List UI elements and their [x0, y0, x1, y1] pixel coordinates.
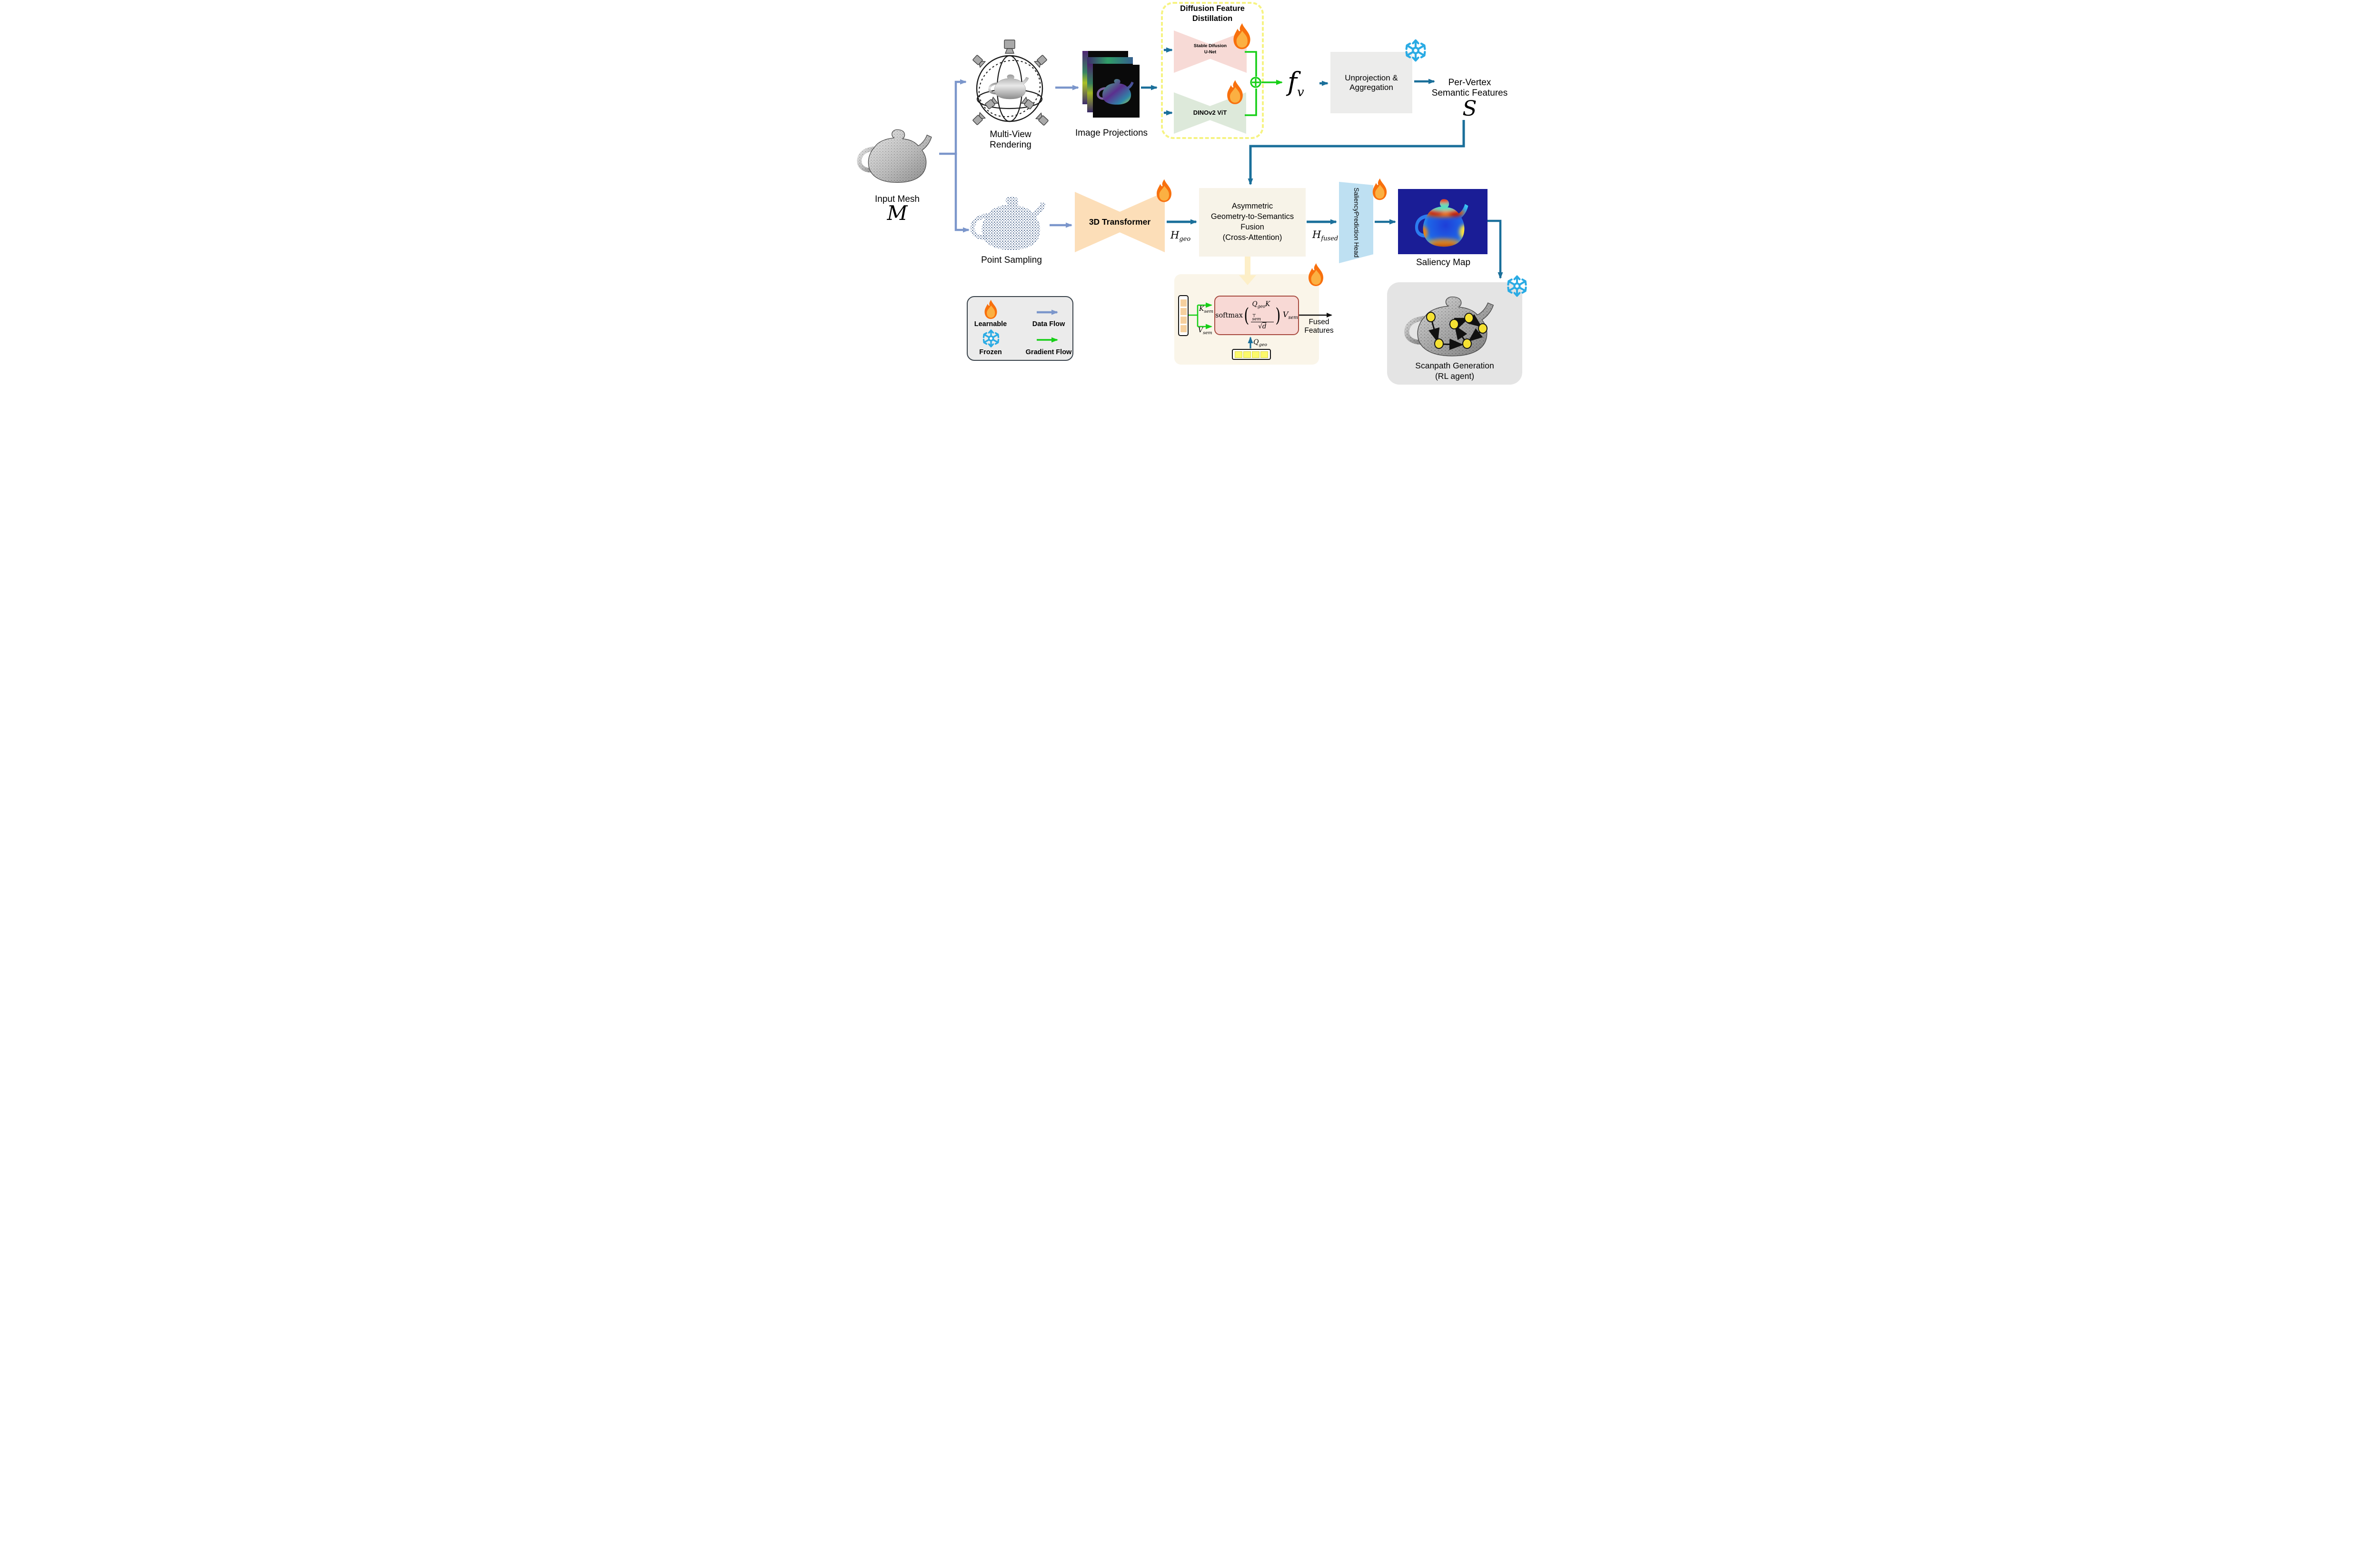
snowflake-icon	[1404, 39, 1428, 62]
distillation-title-line1: Diffusion Feature	[1180, 4, 1245, 13]
multi-view-sphere	[972, 40, 1050, 127]
mesh-to-multiview-arrow	[954, 79, 967, 155]
semantic-token	[1180, 299, 1187, 307]
softmax-text: softmax	[1215, 311, 1243, 319]
image-projections-stack	[1082, 51, 1140, 118]
distillation-title-line2: Distillation	[1192, 14, 1233, 23]
geometry-token	[1243, 351, 1251, 358]
input-mesh-symbol: M	[887, 201, 908, 225]
legend-gradient-flow-label: Gradient Flow	[1025, 348, 1072, 356]
saliency-head-label-line2: Prediction Head	[1353, 211, 1360, 258]
point-sampling-teapot	[966, 196, 1046, 250]
scanpath-label-line2: (RL agent)	[1435, 371, 1475, 381]
fusion-label-line2: Geometry-to-Semantics	[1210, 212, 1294, 221]
fv-symbol: fv	[1288, 67, 1304, 99]
unprojection-box: Unprojection & Aggregation	[1330, 52, 1412, 113]
camera-icon	[1035, 112, 1050, 127]
semantic-token	[1180, 316, 1187, 324]
dino-label: DINOv2 ViT	[1193, 109, 1227, 116]
fused-features-label-line2: Features	[1304, 327, 1334, 335]
per-vertex-symbol: S	[1462, 97, 1477, 121]
per-vertex-label-line2: Semantic Features	[1431, 88, 1508, 98]
legend-data-flow-label: Data Flow	[1032, 320, 1065, 328]
formula-denominator: √d	[1258, 323, 1267, 331]
saliency-map-image	[1398, 189, 1488, 254]
unprojection-label-line1: Unprojection &	[1345, 73, 1398, 82]
saliencymap-to-scanpath-arrow	[1488, 219, 1503, 279]
semantic-tokens-column	[1178, 295, 1189, 336]
scanpath-fixations	[1426, 312, 1488, 349]
camera-icon	[972, 54, 986, 68]
unprojection-label-line2: Aggregation	[1349, 82, 1393, 92]
transformer-label: 3D Transformer	[1089, 217, 1151, 227]
k-sem-label: Ksem	[1199, 305, 1213, 314]
flame-icon	[1227, 80, 1243, 104]
pipeline-diagram: Input Mesh M Multi-View Rendering	[845, 0, 1535, 387]
semantic-token	[1180, 325, 1187, 332]
flame-icon	[1372, 178, 1387, 200]
camera-icon	[1034, 54, 1048, 68]
flame-icon	[1233, 23, 1250, 50]
unet-label-line1: Stable Difusion	[1193, 43, 1227, 49]
scanpath-label-line1: Scanpath Generation	[1415, 361, 1494, 370]
formula-numerator: QgeoK⊤sem	[1250, 300, 1274, 323]
sphere-render-teapot	[990, 74, 1029, 99]
semantic-features-to-fusion-arrow	[1248, 120, 1465, 185]
geometry-token	[1252, 351, 1259, 358]
formula-v-sem: Vsem	[1282, 310, 1298, 321]
multi-view-label-line1: Multi-View	[990, 129, 1031, 139]
snowflake-icon	[982, 329, 1000, 347]
geometry-tokens-row	[1232, 349, 1271, 360]
input-mesh-label: Input Mesh	[875, 194, 920, 204]
scanpath-teapot	[1401, 296, 1494, 357]
unet-label-line2: U-Net	[1204, 50, 1217, 55]
multi-view-label-line2: Rendering	[990, 140, 1031, 150]
fusion-label-line3: Fusion	[1240, 223, 1264, 231]
semantic-token	[1180, 308, 1187, 315]
distillation-dashed-box	[1161, 2, 1264, 139]
saliency-head-trapezoid: Saliency Prediction Head	[1339, 182, 1373, 263]
legend-box	[967, 296, 1073, 361]
geometry-token	[1235, 351, 1242, 358]
fusion-label-line4: (Cross-Attention)	[1222, 233, 1282, 242]
flame-icon	[1157, 179, 1171, 202]
saliency-map-label: Saliency Map	[1416, 258, 1471, 268]
fusion-label-line1: Asymmetric	[1231, 202, 1273, 211]
image-projections-label: Image Projections	[1075, 128, 1148, 138]
fusion-box: Asymmetric Geometry-to-Semantics Fusion …	[1199, 188, 1306, 257]
attention-formula-box: softmax ( QgeoK⊤sem √d ) Vsem	[1214, 296, 1299, 335]
point-sampling-label: Point Sampling	[981, 255, 1042, 265]
snowflake-icon	[1506, 275, 1528, 298]
camera-icon	[1004, 40, 1015, 54]
fused-features-label-line1: Fused	[1309, 318, 1329, 326]
attention-formula: softmax ( QgeoK⊤sem √d ) Vsem	[1215, 300, 1298, 331]
h-geo-symbol: Hgeo	[1170, 229, 1191, 243]
q-geo-label: Qgeo	[1253, 338, 1267, 347]
input-mesh-teapot	[851, 129, 932, 183]
saliency-head-label-line1: Saliency	[1353, 187, 1360, 212]
geometry-token	[1260, 351, 1268, 358]
h-fused-symbol: Hfused	[1312, 229, 1339, 243]
flame-icon	[984, 299, 997, 319]
camera-icon	[972, 112, 986, 126]
legend-frozen-label: Frozen	[979, 348, 1002, 356]
per-vertex-label-line1: Per-Vertex	[1448, 78, 1491, 88]
flame-icon	[1309, 263, 1323, 286]
legend-learnable-label: Learnable	[974, 320, 1007, 328]
v-sem-label: Vsem	[1198, 327, 1212, 336]
